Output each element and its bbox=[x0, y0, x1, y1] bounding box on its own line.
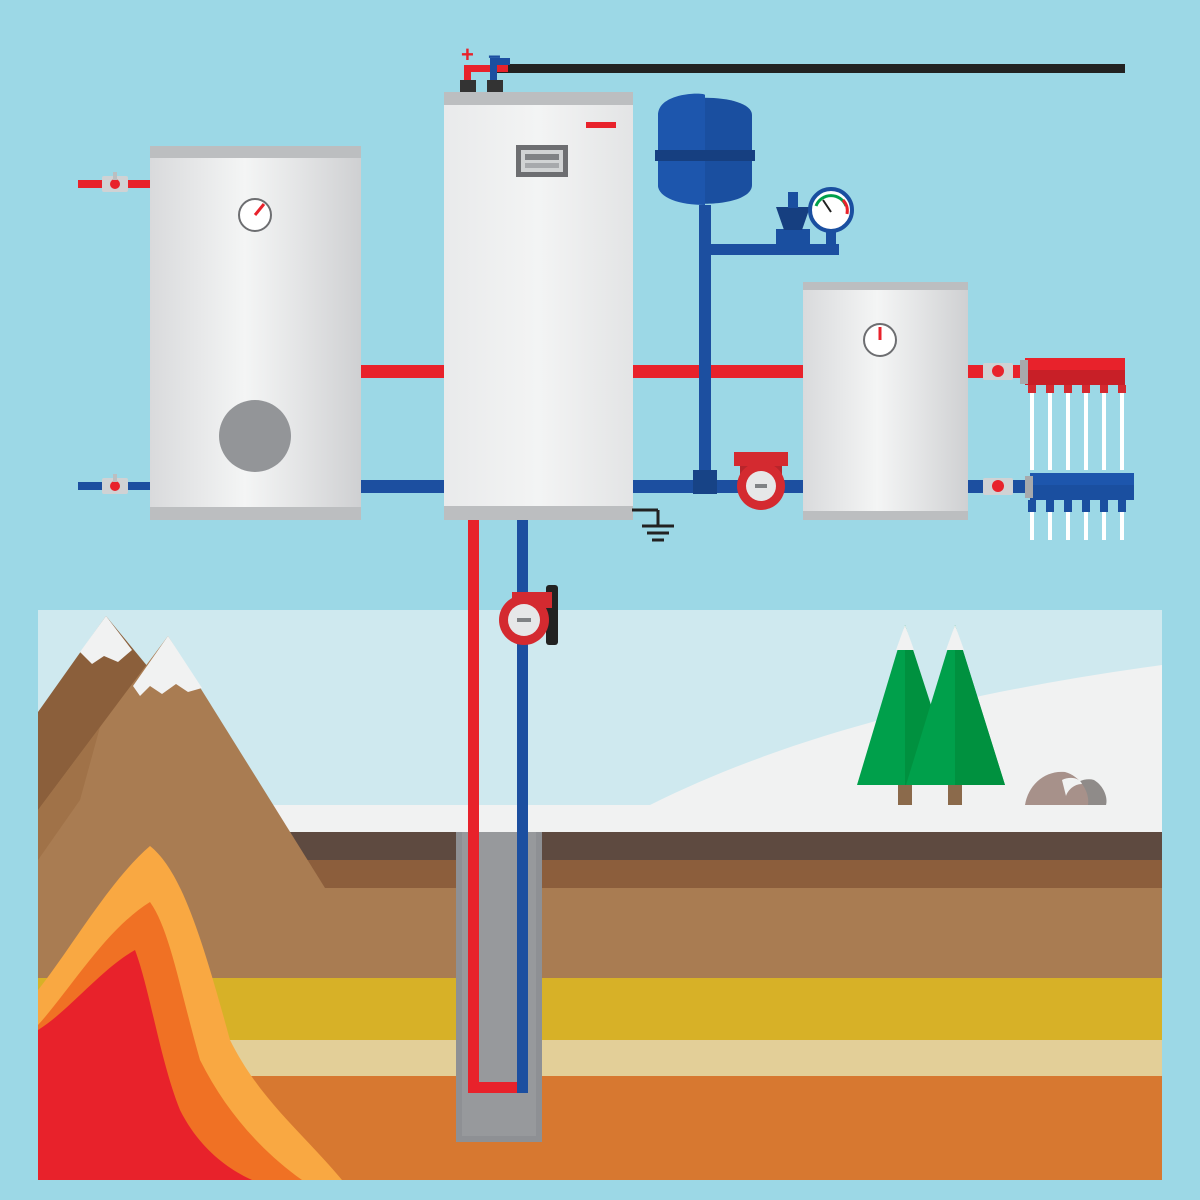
tank-bottom-cap bbox=[150, 507, 361, 520]
ground-loop-hot bbox=[468, 518, 479, 1093]
landscape-cross-section bbox=[38, 610, 1162, 1180]
hot-water-storage-tank bbox=[150, 146, 361, 520]
pipe-hp-to-buffer-hot bbox=[632, 365, 804, 378]
tank-top-cap bbox=[150, 146, 361, 158]
rocks bbox=[1025, 771, 1107, 805]
air-vent-valve-icon[interactable] bbox=[776, 192, 810, 251]
heat-pump-unit bbox=[444, 92, 633, 520]
power-supply: + − bbox=[460, 42, 1125, 92]
pipe-hp-to-tank-hot bbox=[360, 365, 446, 378]
heating-coil-flange bbox=[219, 400, 291, 472]
pipe-hp-to-tank-cold bbox=[360, 480, 446, 493]
soil-layer-tan bbox=[38, 888, 1162, 978]
plus-symbol: + bbox=[461, 42, 474, 67]
terminal-plus bbox=[460, 80, 476, 92]
mountain-snowcap-back bbox=[80, 616, 132, 664]
buffer-top-cap bbox=[803, 282, 968, 290]
snow-field bbox=[38, 665, 1162, 835]
valve-dhw-hot[interactable] bbox=[102, 172, 128, 192]
pipe-expansion-riser bbox=[699, 205, 711, 490]
supply-manifold bbox=[1020, 358, 1126, 470]
valve-return-manifold[interactable] bbox=[983, 478, 1013, 495]
circulation-pump-heating[interactable] bbox=[734, 452, 788, 510]
magma-core bbox=[38, 950, 252, 1180]
valve-dhw-cold[interactable] bbox=[102, 474, 128, 494]
ground-loop-cold bbox=[517, 518, 528, 1093]
circulation-pump-ground-loop[interactable] bbox=[499, 585, 558, 645]
expansion-vessel-icon bbox=[655, 93, 755, 225]
valve-supply-manifold[interactable] bbox=[983, 363, 1013, 380]
buffer-bottom-cap bbox=[803, 511, 968, 520]
thermometer-icon bbox=[238, 198, 272, 232]
supply-outlets bbox=[1028, 385, 1126, 470]
return-manifold bbox=[1025, 473, 1134, 540]
air-vent-and-pressure-gauge bbox=[776, 187, 854, 251]
terminal-minus bbox=[487, 80, 503, 92]
unit-top-cap bbox=[444, 92, 633, 105]
minus-symbol: − bbox=[488, 44, 501, 69]
pipe-to-safety-group bbox=[699, 244, 839, 255]
pressure-gauge-icon bbox=[808, 187, 854, 233]
tree-right bbox=[906, 625, 1005, 805]
buffer-thermometer-icon bbox=[863, 323, 897, 357]
status-indicator-icon bbox=[586, 122, 616, 128]
earth-ground-icon bbox=[632, 508, 674, 542]
buffer-tank bbox=[803, 282, 968, 520]
unit-bottom-cap bbox=[444, 506, 633, 520]
power-cable bbox=[494, 64, 1125, 73]
mountain-snowcap-front bbox=[133, 636, 202, 696]
return-outlets bbox=[1028, 500, 1126, 540]
control-panel-display[interactable] bbox=[516, 145, 568, 177]
ground-loop-bottom bbox=[468, 1082, 528, 1093]
mountain-front-shadow bbox=[38, 727, 100, 860]
vessel-band bbox=[655, 150, 755, 161]
mountain-front bbox=[38, 636, 325, 888]
